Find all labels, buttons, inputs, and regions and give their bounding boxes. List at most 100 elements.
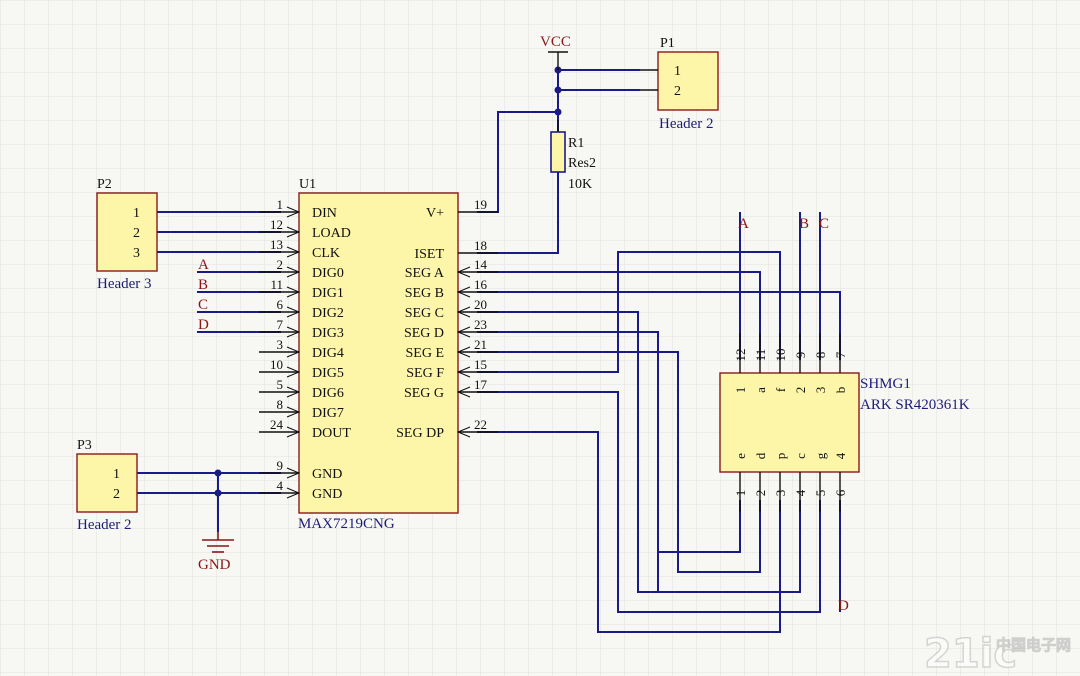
display-designator: SHMG1: [860, 376, 911, 392]
display-pin-number: 6: [833, 489, 848, 496]
u1-pin-number: 12: [270, 217, 283, 232]
display-pin-number: 4: [793, 489, 808, 496]
u1-comment: MAX7219CNG: [298, 516, 395, 532]
u1-designator: U1: [299, 177, 316, 192]
u1-pin-number: 16: [474, 277, 488, 292]
r1-value: 10K: [568, 177, 592, 192]
wires: [137, 69, 841, 633]
display-pin-number: 12: [733, 349, 748, 362]
u1-pin-arrow: [286, 426, 301, 438]
u1-pin-arrow: [286, 366, 301, 378]
p2-header[interactable]: P2 1 2 3 Header 3: [96, 177, 158, 292]
u1-pin-name: DIG7: [312, 406, 344, 421]
u1-pin-number: 18: [474, 238, 487, 253]
display-pin-number: 1: [733, 490, 748, 497]
vcc-label: VCC: [540, 34, 571, 50]
vcc-symbol[interactable]: VCC: [540, 34, 571, 70]
u1-pin-arrow: [286, 246, 301, 258]
display-pin-number: 11: [753, 349, 768, 362]
display-comment: ARK SR420361K: [860, 397, 970, 413]
u1-max7219[interactable]: U1 MAX7219CNG 1DIN12LOAD13CLK2DIG011DIG1…: [259, 177, 498, 532]
display-pin-label: 3: [813, 387, 828, 394]
u1-pin-arrow: [286, 326, 301, 338]
net-labels: A B C D A B C D: [198, 216, 849, 614]
display-pin-number: 3: [773, 490, 788, 497]
u1-pin-arrow: [286, 406, 301, 418]
u1-pin-number: 4: [277, 478, 284, 493]
u1-pin-name: DIG1: [312, 286, 344, 301]
u1-pin-number: 23: [474, 317, 487, 332]
display-pin-label: f: [773, 387, 788, 392]
u1-pin-number: 1: [277, 197, 284, 212]
u1-pin-name: ISET: [414, 247, 444, 262]
net-label-c: C: [198, 297, 208, 313]
junctions: [214, 66, 562, 497]
display-pin-label: d: [753, 452, 768, 459]
net-label-d-display: D: [838, 598, 849, 614]
u1-pin-arrow: [286, 286, 301, 298]
u1-pin-name: DIG3: [312, 326, 344, 341]
u1-pin-number: 15: [474, 357, 487, 372]
net-label-c-display: C: [819, 216, 829, 232]
display-pin-label: b: [833, 387, 848, 394]
u1-pin-name: SEG A: [405, 266, 445, 281]
u1-pin-name: DOUT: [312, 426, 351, 441]
u1-pin-name: DIG0: [312, 266, 344, 281]
u1-pin-arrow: [456, 426, 471, 438]
watermark-site: 中国电子网: [996, 636, 1071, 654]
display-pin-label: 1: [733, 387, 748, 394]
net-label-b: B: [198, 277, 208, 293]
p3-pin-1: 1: [113, 467, 120, 482]
junction-dot: [554, 86, 562, 94]
u1-pin-number: 20: [474, 297, 487, 312]
u1-pin-name: SEG C: [405, 306, 444, 321]
display-pin-number: 10: [773, 349, 788, 362]
u1-pin-name: CLK: [312, 246, 340, 261]
u1-pin-name: SEG E: [406, 346, 445, 361]
u1-pin-arrow: [456, 346, 471, 358]
u1-pin-number: 13: [270, 237, 283, 252]
u1-pin-number: 19: [474, 197, 487, 212]
u1-pin-arrow: [456, 306, 471, 318]
p2-pin-1: 1: [133, 206, 140, 221]
u1-pin-number: 21: [474, 337, 487, 352]
u1-pin-name: GND: [312, 487, 342, 502]
u1-pin-arrow: [286, 487, 301, 499]
u1-pin-arrow: [286, 266, 301, 278]
u1-pin-name: SEG DP: [396, 426, 444, 441]
net-label-d: D: [198, 317, 209, 333]
u1-pin-name: SEG G: [404, 386, 444, 401]
u1-pin-number: 17: [474, 377, 488, 392]
p2-designator: P2: [97, 177, 112, 192]
p3-comment: Header 2: [77, 517, 132, 533]
u1-pin-name: DIG4: [312, 346, 344, 361]
u1-pin-arrow: [286, 306, 301, 318]
u1-pin-name: V+: [426, 206, 444, 221]
u1-pin-arrow: [286, 346, 301, 358]
display-pin-label: g: [813, 452, 828, 459]
u1-pin-arrow: [286, 467, 301, 479]
u1-pin-name: DIG5: [312, 366, 344, 381]
display-pin-label: e: [733, 453, 748, 459]
u1-pin-number: 24: [270, 417, 284, 432]
display-pin-number: 8: [813, 352, 828, 359]
r1-resistor[interactable]: R1 Res2 10K: [550, 120, 596, 192]
u1-pin-arrow: [286, 386, 301, 398]
display-pin-number: 5: [813, 490, 828, 497]
p1-designator: P1: [660, 36, 675, 51]
p2-comment: Header 3: [97, 276, 152, 292]
p3-header[interactable]: P3 1 2 Header 2: [76, 438, 138, 533]
u1-pin-number: 14: [474, 257, 488, 272]
net-label-a: A: [198, 257, 209, 273]
p1-header[interactable]: P1 1 2 Header 2: [640, 36, 719, 132]
u1-pin-arrow: [456, 366, 471, 378]
u1-pin-name: LOAD: [312, 226, 351, 241]
p1-pin-1: 1: [674, 64, 681, 79]
u1-pin-number: 2: [277, 257, 284, 272]
display-pin-number: 9: [793, 352, 808, 359]
gnd-symbol[interactable]: GND: [198, 532, 234, 573]
